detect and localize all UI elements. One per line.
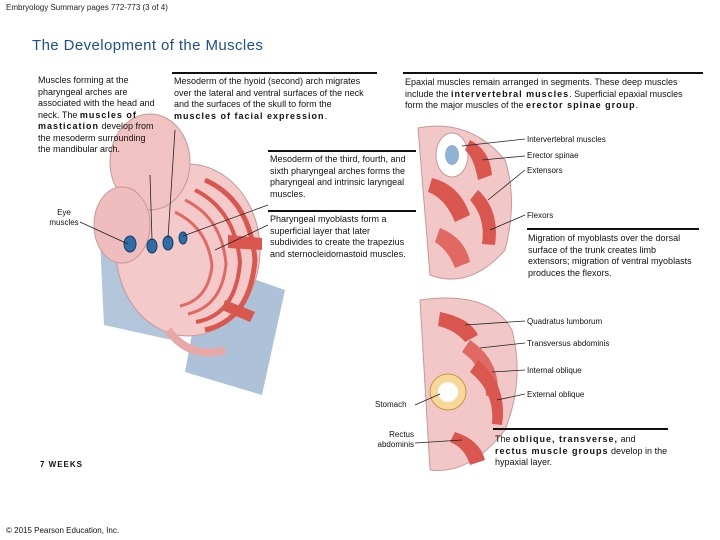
epaxial-text-pre: Epaxial muscles remain arranged in segme… bbox=[405, 77, 678, 99]
copyright: © 2015 Pearson Education, Inc. bbox=[6, 526, 120, 535]
hyoid-rule bbox=[172, 72, 377, 74]
hypaxial-text-mid: and bbox=[618, 434, 636, 444]
label-intervertebral: Intervertebral muscles bbox=[527, 135, 606, 144]
label-weeks: 7 WEEKS bbox=[40, 460, 84, 469]
migration-rule bbox=[527, 228, 699, 230]
lower-leader-lines bbox=[414, 320, 526, 444]
label-rectus: Rectus abdominis bbox=[377, 430, 414, 449]
epaxial-text-post: . bbox=[635, 100, 639, 110]
arches-text: Muscles forming at the pharyngeal arches… bbox=[38, 75, 156, 156]
hyoid-text-bold: muscles of facial expression bbox=[174, 110, 325, 121]
label-stomach: Stomach bbox=[375, 400, 407, 409]
hypaxial-rule bbox=[493, 428, 668, 430]
epaxial-text-bold2: erector spinae group bbox=[526, 100, 636, 110]
third-arch-rule bbox=[268, 150, 416, 152]
embryo-illustration bbox=[93, 113, 285, 395]
page-title: The Development of the Muscles bbox=[32, 37, 264, 54]
label-eye-muscles: Eye muscles bbox=[49, 208, 79, 227]
third-arch-text: Mesoderm of the third, fourth, and sixth… bbox=[270, 154, 406, 199]
hypaxial-text-post: develop in the hypaxial layer. bbox=[495, 445, 668, 468]
hypaxial-text-bold2: rectus muscle groups bbox=[495, 445, 609, 456]
hyoid-text: Mesoderm of the hyoid (second) arch migr… bbox=[174, 76, 374, 122]
hypaxial-text-bold1: oblique, transverse, bbox=[513, 434, 619, 444]
label-internal: Internal oblique bbox=[527, 366, 582, 375]
epaxial-text-bold1: intervertebral muscles bbox=[451, 88, 570, 99]
epaxial-text-mid: . Superficial epaxial muscles form the m… bbox=[405, 88, 683, 111]
hyoid-text-pre: Mesoderm of the hyoid (second) arch migr… bbox=[174, 76, 364, 109]
page-header: Embryology Summary pages 772-773 (3 of 4… bbox=[6, 3, 168, 12]
label-quadratus: Quadratus lumborum bbox=[527, 317, 603, 326]
arches-text-pre: Muscles forming at the pharyngeal arches… bbox=[38, 75, 155, 120]
hypaxial-text: The oblique, transverse, and rectus musc… bbox=[495, 434, 670, 469]
arches-text-bold: muscles of mastication bbox=[38, 109, 137, 132]
pharyngeal-rule bbox=[268, 210, 416, 212]
embryo-leader-lines bbox=[79, 129, 269, 251]
label-erector: Erector spinae bbox=[527, 151, 579, 160]
epaxial-rule bbox=[403, 72, 703, 74]
upper-cross-section bbox=[417, 125, 512, 280]
label-flexors: Flexors bbox=[527, 211, 554, 220]
arches-text-post: develop from the mesoderm surrounding th… bbox=[38, 121, 154, 154]
label-external: External oblique bbox=[527, 390, 585, 399]
migration-text: Migration of myoblasts over the dorsal s… bbox=[528, 233, 692, 278]
label-extensors: Extensors bbox=[527, 166, 563, 175]
hypaxial-text-pre: The bbox=[495, 434, 514, 444]
upper-leader-lines bbox=[461, 138, 526, 231]
epaxial-text: Epaxial muscles remain arranged in segme… bbox=[405, 77, 700, 112]
pharyngeal-text: Pharyngeal myoblasts form a superficial … bbox=[270, 214, 406, 259]
hyoid-text-post: . bbox=[324, 110, 328, 121]
label-transversus: Transversus abdominis bbox=[527, 339, 610, 348]
